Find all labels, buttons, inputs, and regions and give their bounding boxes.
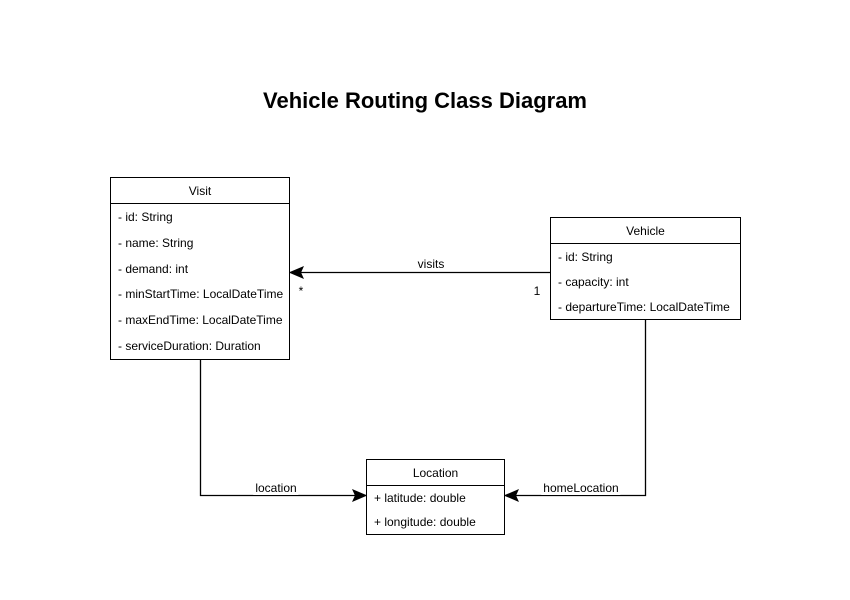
class-box-vehicle[interactable]: Vehicle - id: String - capacity: int - d… bbox=[550, 217, 741, 320]
connector-location[interactable] bbox=[199, 360, 368, 502]
class-attribute: + longitude: double bbox=[374, 515, 476, 529]
class-attribute: - departureTime: LocalDateTime bbox=[558, 299, 730, 314]
class-name-vehicle: Vehicle bbox=[551, 218, 740, 244]
class-name-location: Location bbox=[367, 460, 504, 486]
class-attributes-vehicle: - id: String - capacity: int - departure… bbox=[551, 244, 740, 319]
class-attribute: - id: String bbox=[118, 209, 173, 224]
class-attribute: - capacity: int bbox=[558, 274, 629, 289]
connector-homeLocation[interactable] bbox=[503, 320, 647, 502]
class-attributes-visit: - id: String - name: String - demand: in… bbox=[111, 204, 289, 359]
class-attribute: - minStartTime: LocalDateTime bbox=[118, 287, 284, 302]
arrowhead-visits bbox=[288, 266, 304, 279]
class-attributes-location: + latitude: double + longitude: double bbox=[367, 486, 504, 534]
edge-label-location[interactable]: location bbox=[253, 481, 299, 495]
class-name-visit: Visit bbox=[111, 178, 289, 204]
class-attribute: - demand: int bbox=[118, 261, 189, 276]
arrowhead-homeLocation bbox=[503, 489, 519, 502]
class-attribute: - name: String bbox=[118, 235, 194, 250]
edge-label-visits[interactable]: visits bbox=[415, 257, 447, 271]
multiplicity-visits-source[interactable]: 1 bbox=[531, 284, 543, 298]
homeLocation-line bbox=[516, 320, 647, 497]
location-line bbox=[199, 360, 356, 497]
arrowhead-location bbox=[352, 489, 368, 502]
class-attribute: - maxEndTime: LocalDateTime bbox=[118, 313, 283, 328]
multiplicity-visits-target[interactable]: * bbox=[296, 284, 306, 298]
edge-label-homeLocation[interactable]: homeLocation bbox=[541, 481, 621, 495]
class-attribute: + latitude: double bbox=[374, 491, 466, 505]
class-attribute: - serviceDuration: Duration bbox=[118, 339, 261, 354]
class-box-visit[interactable]: Visit - id: String - name: String - dema… bbox=[110, 177, 290, 360]
class-attribute: - id: String bbox=[558, 249, 613, 264]
diagram-title: Vehicle Routing Class Diagram bbox=[263, 88, 587, 113]
connector-visits[interactable] bbox=[288, 266, 550, 279]
class-box-location[interactable]: Location + latitude: double + longitude:… bbox=[366, 459, 505, 535]
